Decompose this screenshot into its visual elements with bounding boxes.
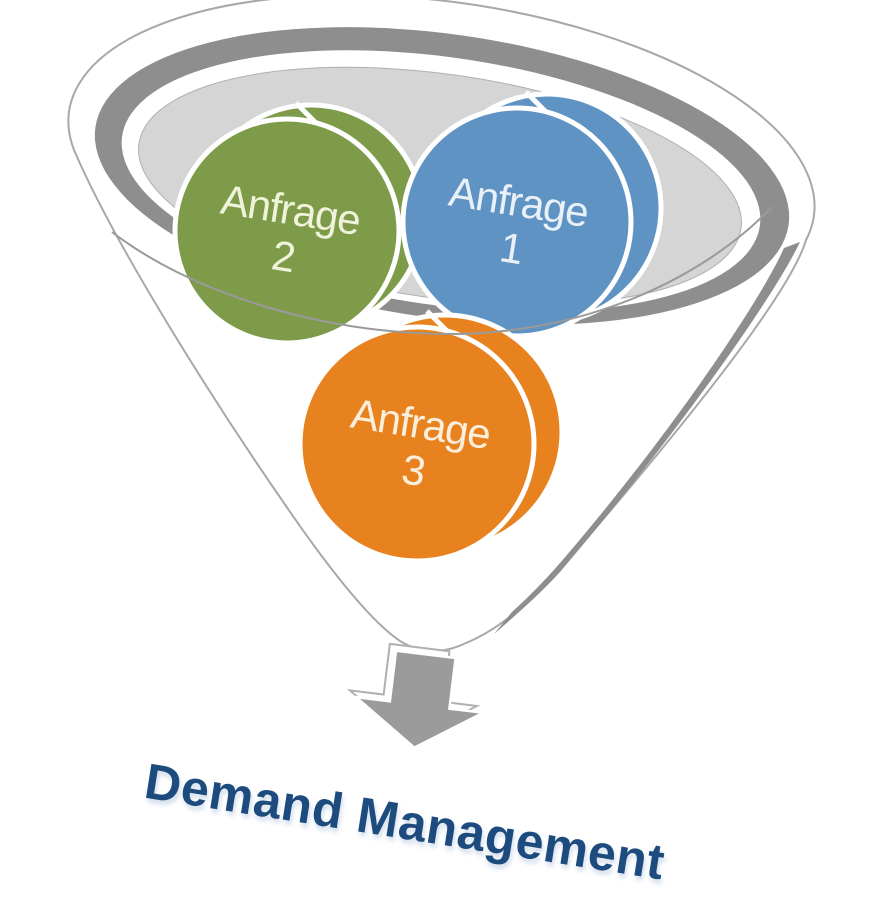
funnel-front-edge	[111, 206, 773, 336]
down-arrow-icon	[346, 642, 488, 750]
disc-anfrage-3	[297, 309, 565, 564]
disc-anfrage-1-front	[400, 105, 634, 339]
arrow-body	[352, 649, 488, 750]
disc-anfrage-2-front	[172, 116, 402, 346]
disc-anfrage-3-front	[297, 324, 537, 564]
funnel-right-shadow	[494, 242, 800, 634]
disc-anfrage-1	[400, 90, 664, 339]
